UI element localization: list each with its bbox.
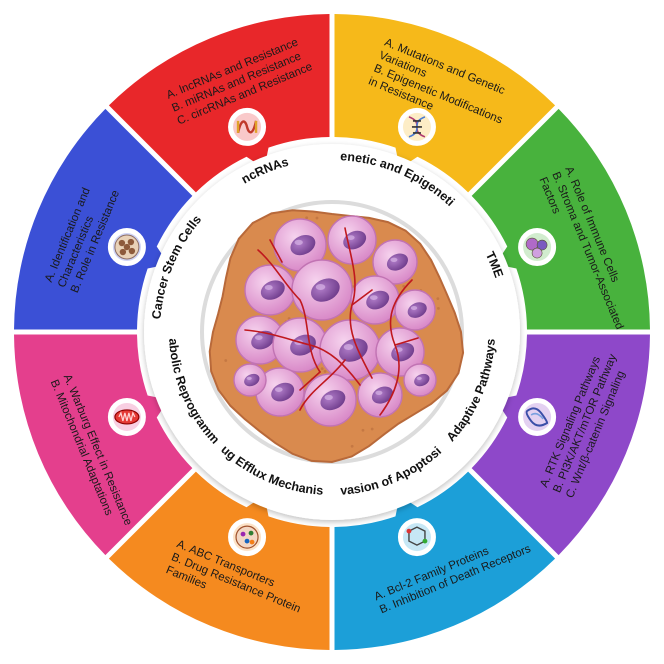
segment-wedge-efflux (108, 471, 330, 650)
molecule-icon (397, 518, 436, 557)
rna-strand-icon (228, 107, 267, 146)
tumor-speckle (323, 369, 327, 373)
immune-cells-icon (518, 228, 557, 267)
tumor-speckle (224, 359, 228, 362)
segment-wedge-stem (14, 108, 193, 330)
segment-wedge-apoptosis (334, 471, 556, 650)
tumor-speckle (315, 216, 319, 220)
blood-vessel (269, 239, 419, 391)
tumor-speckle (320, 367, 324, 371)
tumor-speckle (436, 297, 440, 301)
cancer-cell (357, 372, 403, 418)
segment-wedge-adaptive (471, 334, 650, 556)
tumor-speckle (305, 216, 309, 220)
cancer-cell (303, 373, 357, 427)
cancer-cell (272, 317, 328, 373)
protein-structure-icon (518, 397, 557, 436)
segment-wedge-metabolic (14, 334, 193, 556)
tumor-speckle (361, 428, 365, 432)
tumor-speckle (350, 444, 354, 448)
cancer-cell (394, 289, 436, 331)
cancer-cell (291, 259, 353, 321)
blood-vessel (257, 249, 321, 373)
cancer-cell (403, 363, 437, 397)
blood-vessel (244, 329, 361, 386)
dna-helix-icon (397, 107, 436, 146)
tumor-speckle (287, 317, 291, 320)
cancer-cell (372, 239, 418, 285)
segment-wedge-ncrnas (108, 14, 330, 193)
cancer-cell (319, 319, 381, 381)
stem-cells-icon (107, 228, 146, 267)
cancer-cell (233, 363, 267, 397)
cancer-cell (235, 315, 285, 365)
tumor-speckle (370, 427, 374, 431)
tumor-illustration (208, 209, 465, 464)
cancer-cell (255, 367, 305, 417)
tumor-speckle (437, 307, 440, 310)
tumor-speckle (402, 284, 406, 288)
blood-vessel (299, 359, 346, 411)
transporter-icon (228, 518, 267, 557)
segment-wedge-tme (471, 108, 650, 330)
segment-wedge-genetic (334, 14, 556, 193)
cancer-cell (244, 264, 296, 316)
mitochondria-icon (107, 397, 146, 436)
